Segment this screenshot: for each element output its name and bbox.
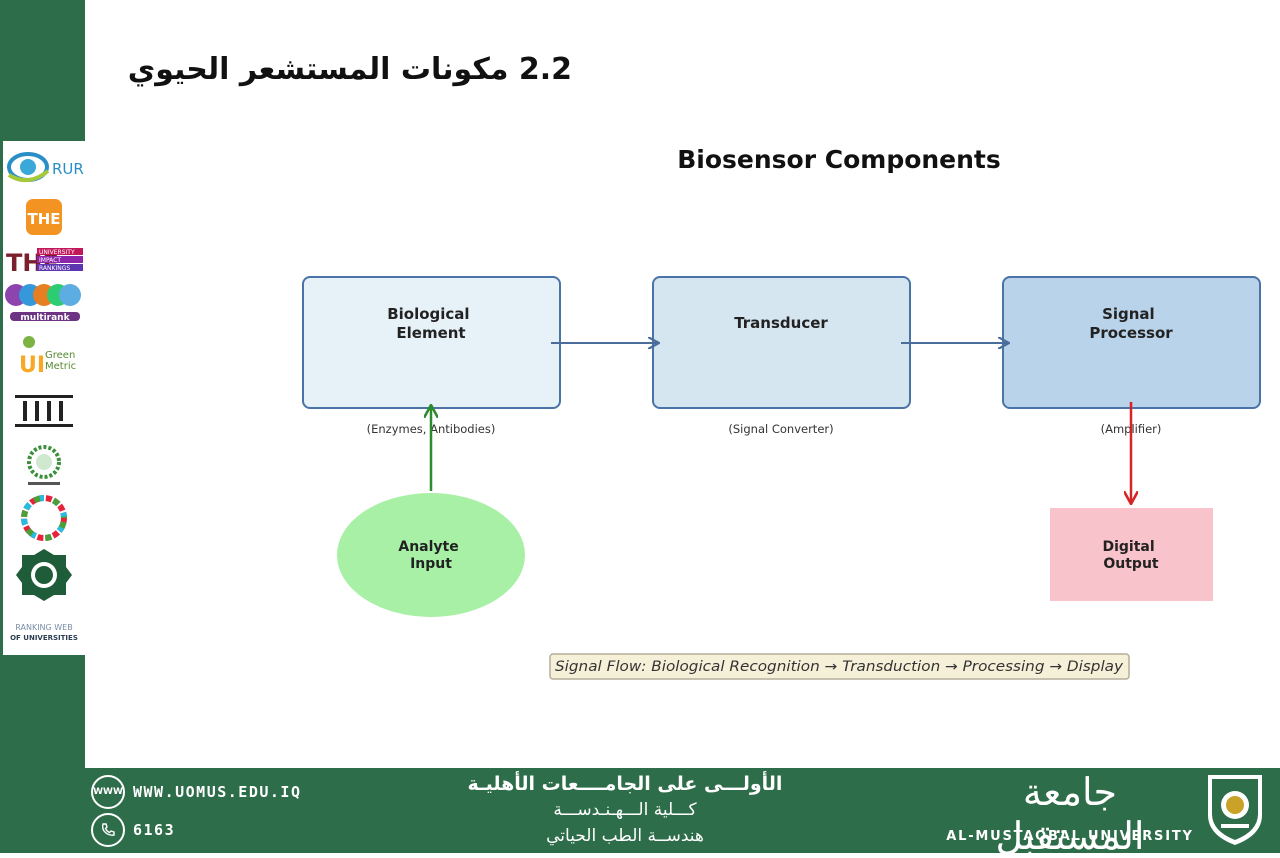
university-crest-icon <box>1208 775 1262 845</box>
sdg-goals-logo-icon <box>3 495 85 541</box>
node-caption-transducer: (Signal Converter) <box>728 422 833 436</box>
institution-columns-icon <box>3 391 85 429</box>
rur-logo-icon: RUR <box>3 145 85 189</box>
flow-note-text: Signal Flow: Biological Recognition → Tr… <box>555 659 1124 675</box>
svg-text:OF UNIVERSITIES: OF UNIVERSITIES <box>10 634 78 642</box>
website-row: WWW WWW.UOMUS.EDU.IQ <box>91 775 302 809</box>
node-label-transducer: Transducer <box>734 314 828 332</box>
footer-corner <box>0 768 85 853</box>
svg-text:multirank: multirank <box>20 313 70 323</box>
node-label-processor: Signal Processor <box>1089 305 1173 342</box>
svg-text:UNIVERSITY: UNIVERSITY <box>39 249 75 256</box>
phone-icon <box>91 813 125 847</box>
phone-number[interactable]: 6163 <box>133 821 176 839</box>
footer-college-info: الأولـــى على الجامــــعات الأهليـة كـــ… <box>430 771 820 849</box>
svg-text:Green: Green <box>45 350 75 361</box>
biosensor-diagram: Biosensor Components Biological Element … <box>302 145 1261 680</box>
website-link[interactable]: WWW.UOMUS.EDU.IQ <box>133 783 302 801</box>
node-label-biological: Biological Element <box>387 305 475 342</box>
node-box-biological <box>302 276 561 409</box>
footer-department: هندســة الطب الحياتي <box>546 826 704 846</box>
svg-text:RUR: RUR <box>52 160 84 178</box>
node-label-analyte: Analyte Input <box>398 539 463 572</box>
svg-text:Metric: Metric <box>45 361 76 372</box>
the-impact-logo-icon: THE UNIVERSITY IMPACT RANKINGS <box>3 244 85 276</box>
arab-engineers-federation-logo-icon <box>3 547 85 605</box>
phone-row: 6163 <box>91 813 175 847</box>
ui-greenmetric-logo-icon: UI Green Metric <box>3 333 85 381</box>
the-logo-icon: THE <box>3 197 85 237</box>
node-box-transducer <box>652 276 911 409</box>
svg-text:UI: UI <box>19 353 45 378</box>
footer-bar <box>85 768 1280 853</box>
node-analyte-input <box>337 493 525 617</box>
flow-note-box <box>549 653 1130 680</box>
svg-text:RANKING WEB: RANKING WEB <box>15 623 72 632</box>
svg-text:RANKINGS: RANKINGS <box>39 265 70 272</box>
node-box-processor <box>1002 276 1261 409</box>
arab-universities-logo-icon <box>3 441 85 489</box>
university-name-arabic: جامعة المستقبل <box>995 770 1145 858</box>
multirank-logo-icon: multirank <box>3 281 85 323</box>
webometrics-logo-icon: RANKING WEB OF UNIVERSITIES <box>3 617 85 647</box>
university-name-english: AL-MUSTAQBAL UNIVERSITY <box>946 829 1194 844</box>
diagram-title: Biosensor Components <box>677 145 1001 174</box>
node-digital-output <box>1050 508 1213 601</box>
footer-college: كـــلية الـــهـنـدســـة <box>553 800 697 820</box>
ranking-logo-strip: RUR THE THE UNIVERSITY IMPACT RANKINGS m… <box>3 141 85 655</box>
svg-text:IMPACT: IMPACT <box>39 257 61 264</box>
website-globe-icon: WWW <box>91 775 125 809</box>
node-label-output: Digital Output <box>1102 539 1159 572</box>
svg-text:THE: THE <box>27 210 60 228</box>
slide-heading: 2.2 مكونات المستشعر الحيوي <box>127 52 572 87</box>
footer-tagline: الأولـــى على الجامــــعات الأهليـة <box>467 773 783 795</box>
